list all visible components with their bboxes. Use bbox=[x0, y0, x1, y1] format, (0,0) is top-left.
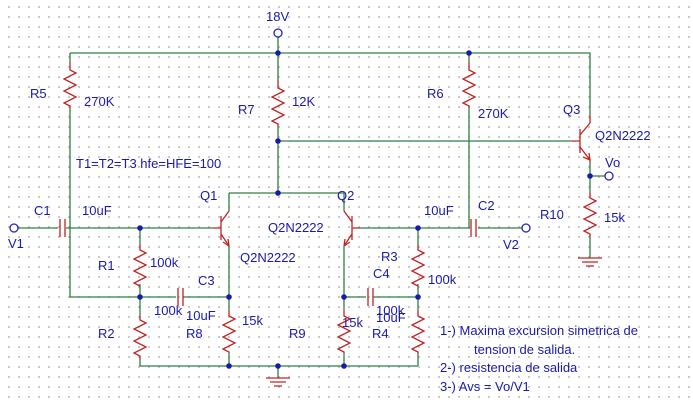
c3-value: 10uF bbox=[186, 308, 216, 323]
capacitors bbox=[59, 219, 477, 306]
r8-ref: R8 bbox=[186, 326, 203, 341]
resistor-R10[interactable] bbox=[582, 192, 598, 237]
r3-ref: R3 bbox=[381, 249, 398, 264]
output-vo-port-icon[interactable] bbox=[604, 171, 614, 181]
resistor-R1[interactable] bbox=[132, 244, 148, 287]
supply-port-icon[interactable] bbox=[273, 28, 283, 38]
r2-value: 100k bbox=[154, 303, 183, 318]
transistor-Q3[interactable] bbox=[572, 115, 591, 162]
r3-value: 100k bbox=[428, 272, 457, 287]
input-port-label: V1 bbox=[8, 236, 24, 251]
r2-ref: R2 bbox=[98, 326, 115, 341]
capacitor-C3[interactable] bbox=[177, 288, 184, 306]
q3-ref: Q3 bbox=[563, 102, 580, 117]
r7-value: 12K bbox=[292, 94, 315, 109]
capacitor-C1[interactable] bbox=[59, 219, 66, 237]
c4-ref: C4 bbox=[373, 266, 390, 281]
resistor-R3[interactable] bbox=[410, 244, 426, 287]
output-v2-label: V2 bbox=[503, 237, 519, 252]
q1-ref: Q1 bbox=[200, 188, 217, 203]
r5-value: 270K bbox=[84, 94, 115, 109]
r7-ref: R7 bbox=[238, 102, 255, 117]
resistor-R9[interactable] bbox=[336, 310, 352, 353]
question-1: 1-) Maxima excursion simetrica de bbox=[440, 323, 638, 338]
transistor-Q2[interactable] bbox=[343, 210, 360, 247]
q2-ref: Q2 bbox=[337, 188, 354, 203]
c4-value: 10uF bbox=[376, 310, 406, 325]
resistor-R8[interactable] bbox=[221, 310, 237, 353]
question-2: 2-) resistencia de salida bbox=[440, 360, 578, 375]
question-1-continued: tension de salida. bbox=[474, 342, 575, 357]
junctions bbox=[137, 50, 593, 369]
supply-label: 18V bbox=[266, 9, 289, 24]
r9-ref: R9 bbox=[289, 326, 306, 341]
r4-ref: R4 bbox=[372, 326, 389, 341]
r6-value: 270K bbox=[478, 106, 509, 121]
r9-value: 15k bbox=[342, 315, 363, 330]
c2-ref: C2 bbox=[478, 198, 495, 213]
params-note: T1=T2=T3 hfe=HFE=100 bbox=[76, 156, 221, 171]
resistor-R5[interactable] bbox=[62, 62, 78, 108]
transistor-Q1[interactable] bbox=[213, 210, 230, 247]
ground-output-icon bbox=[578, 257, 602, 267]
capacitor-C4[interactable] bbox=[367, 288, 374, 306]
resistor-R7[interactable] bbox=[270, 80, 286, 126]
ground-main-icon bbox=[266, 377, 290, 387]
r4-value: 100k bbox=[376, 303, 405, 318]
output-vo-label: Vo bbox=[605, 155, 620, 170]
c3-ref: C3 bbox=[198, 273, 215, 288]
q3-model: Q2N2222 bbox=[595, 128, 651, 143]
resistor-R2[interactable] bbox=[132, 316, 148, 359]
input-port-icon[interactable] bbox=[9, 223, 19, 233]
r1-value: 100k bbox=[150, 255, 179, 270]
question-3: 3-) Avs = Vo/V1 bbox=[440, 379, 530, 394]
r10-ref: R10 bbox=[540, 207, 564, 222]
r8-value: 15k bbox=[242, 313, 263, 328]
r1-ref: R1 bbox=[98, 258, 115, 273]
output-v2-port-icon[interactable] bbox=[521, 223, 531, 233]
q2-model: Q2N2222 bbox=[268, 220, 324, 235]
c2-value: 10uF bbox=[424, 203, 454, 218]
q1-model: Q2N2222 bbox=[240, 250, 296, 265]
c1-value: 10uF bbox=[82, 203, 112, 218]
c1-ref: C1 bbox=[34, 203, 51, 218]
resistor-R6[interactable] bbox=[461, 62, 477, 108]
capacitor-C2[interactable] bbox=[470, 219, 477, 237]
r6-ref: R6 bbox=[427, 86, 444, 101]
r5-ref: R5 bbox=[30, 86, 47, 101]
resistors bbox=[62, 62, 598, 359]
resistor-R4[interactable] bbox=[410, 310, 426, 353]
r10-value: 15k bbox=[604, 210, 625, 225]
